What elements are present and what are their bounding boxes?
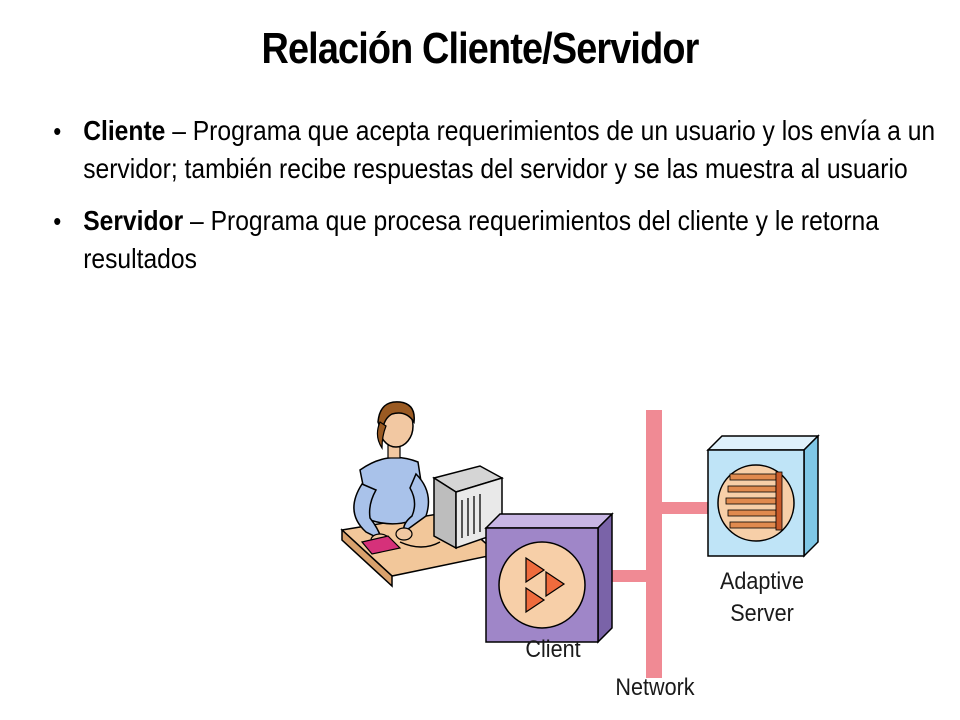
network-link-server	[662, 502, 708, 514]
bullet-item-cliente: • Cliente – Programa que acepta requerim…	[48, 112, 937, 188]
client-app-icon	[484, 512, 614, 644]
client-server-diagram: Client Network Adaptive Server	[330, 392, 850, 712]
person-at-computer-icon	[340, 401, 504, 588]
bullet-dot: •	[53, 206, 62, 236]
bullet-text: – Programa que procesa requerimientos de…	[83, 205, 879, 274]
adaptive-server-icon	[706, 434, 820, 558]
bullet-list: • Cliente – Programa que acepta requerim…	[48, 112, 935, 292]
server-label-line2: Server	[730, 600, 794, 627]
bullet-item-servidor: • Servidor – Programa que procesa requer…	[48, 202, 937, 278]
server-label-line1: Adaptive	[719, 568, 805, 595]
bullet-term: Cliente	[83, 115, 166, 146]
network-label: Network	[615, 674, 695, 701]
bullet-text: – Programa que acepta requerimientos de …	[83, 115, 936, 184]
client-label: Client	[525, 636, 581, 663]
slide-title: Relación Cliente/Servidor	[261, 24, 700, 73]
diagram-graphic	[340, 401, 820, 678]
network-link-client	[602, 570, 648, 582]
bullet-term: Servidor	[83, 205, 184, 236]
bullet-dot: •	[53, 116, 62, 146]
network-line	[646, 410, 662, 678]
